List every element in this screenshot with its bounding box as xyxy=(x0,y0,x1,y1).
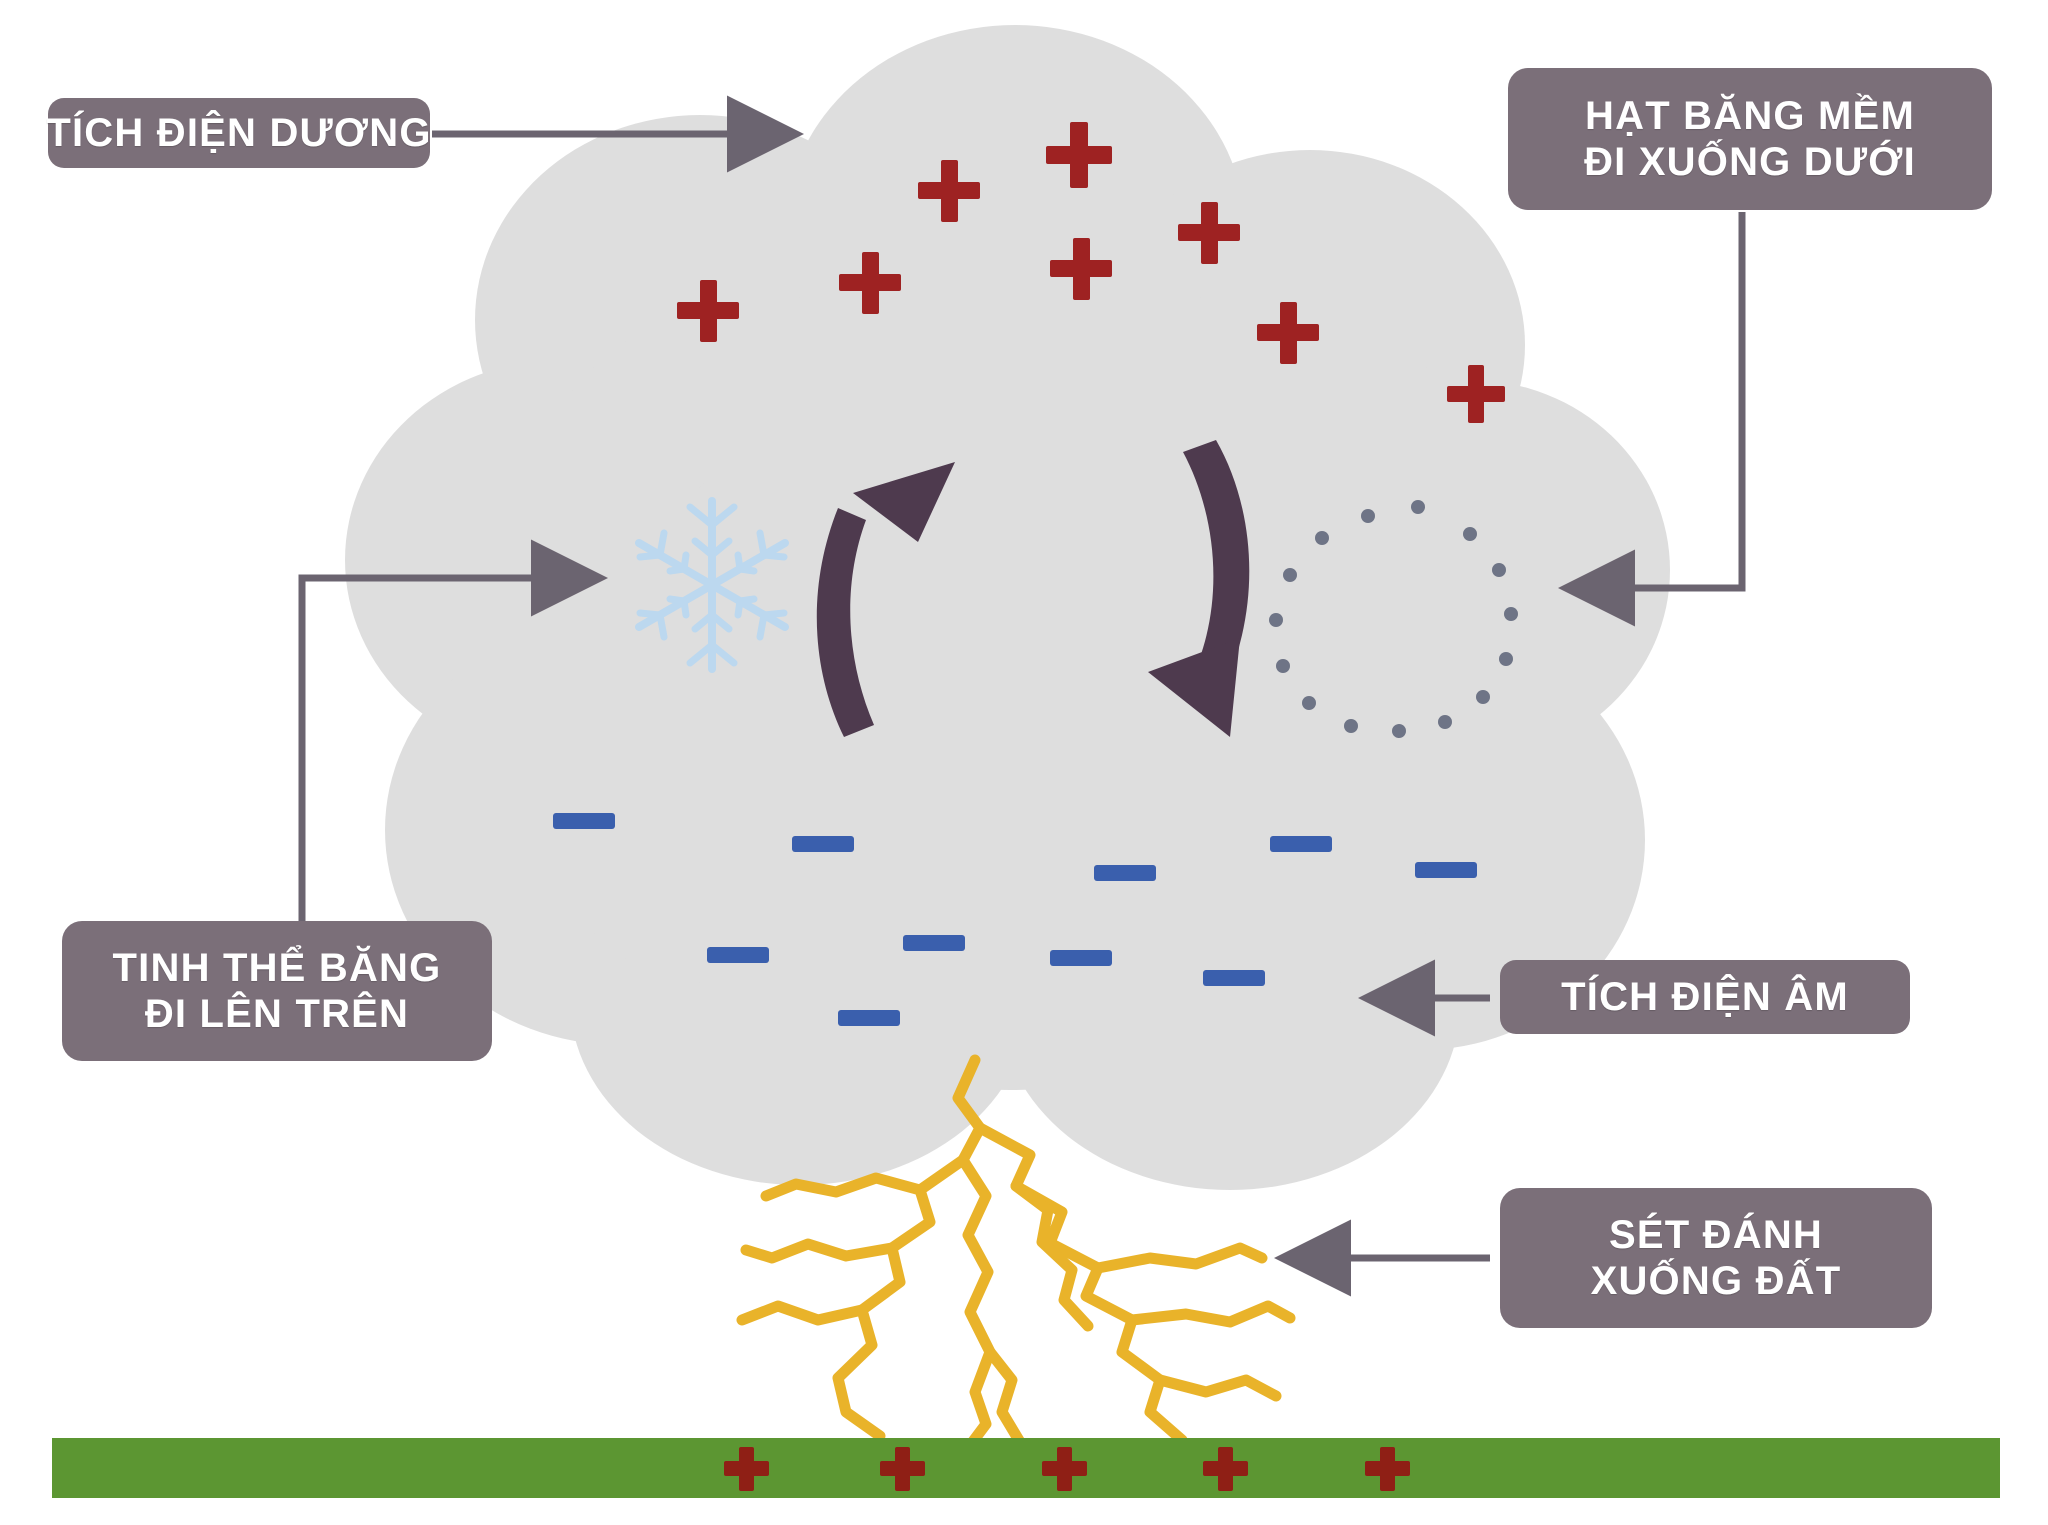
negative-charge-marker xyxy=(1050,950,1112,966)
positive-charge-marker xyxy=(1178,202,1240,264)
label-line: TINH THỂ BĂNG xyxy=(112,945,442,990)
positive-charge-marker xyxy=(1046,122,1112,188)
label-line: ĐI LÊN TRÊN xyxy=(144,992,410,1036)
negative-charge-marker xyxy=(707,947,769,963)
ground-positive-charge-marker xyxy=(880,1447,925,1491)
updraft-arrow-icon xyxy=(816,462,955,737)
label-line: HẠT BĂNG MỀM xyxy=(1585,93,1915,138)
soft-hail-icon xyxy=(1269,500,1518,738)
negative-charge-marker xyxy=(1415,862,1477,878)
label-line: SÉT ĐÁNH xyxy=(1608,1212,1824,1257)
negative-charge-marker xyxy=(1094,865,1156,881)
storm-cloud xyxy=(345,25,1670,1190)
label-soft-hail[interactable]: HẠT BĂNG MỀM ĐI XUỐNG DƯỚI xyxy=(1508,68,1992,210)
negative-charge-marker xyxy=(553,813,615,829)
label-line: TÍCH ĐIỆN ÂM xyxy=(1561,974,1849,1019)
connector-ice-crystal xyxy=(298,539,608,921)
label-lightning-strike[interactable]: SÉT ĐÁNH XUỐNG ĐẤT xyxy=(1500,1188,1932,1328)
negative-charge-marker xyxy=(838,1010,900,1026)
positive-charge-marker xyxy=(1257,302,1319,364)
label-ice-crystal[interactable]: TINH THỂ BĂNG ĐI LÊN TRÊN xyxy=(62,921,492,1061)
positive-charge-marker xyxy=(839,252,901,314)
ground-positive-charge-group xyxy=(724,1447,1410,1491)
positive-charge-marker xyxy=(1050,238,1112,300)
positive-charge-marker xyxy=(918,160,980,222)
ground-positive-charge-marker xyxy=(724,1447,769,1491)
positive-charge-marker xyxy=(677,280,739,342)
negative-charge-group xyxy=(553,813,1477,1026)
positive-charge-marker xyxy=(1447,365,1505,423)
negative-charge-marker xyxy=(1203,970,1265,986)
downdraft-arrow-icon xyxy=(1148,440,1250,737)
connector-soft-hail xyxy=(1558,212,1746,627)
label-line: ĐI XUỐNG DƯỚI xyxy=(1584,140,1916,184)
label-line: XUỐNG ĐẤT xyxy=(1590,1259,1842,1303)
ground-positive-charge-marker xyxy=(1203,1447,1248,1491)
positive-charge-group xyxy=(677,122,1505,423)
negative-charge-marker xyxy=(1270,836,1332,852)
ground-positive-charge-marker xyxy=(1042,1447,1087,1491)
ground-positive-charge-marker xyxy=(1365,1447,1410,1491)
snowflake-icon xyxy=(635,497,789,673)
negative-charge-marker xyxy=(792,836,854,852)
lightning-bolt-icon xyxy=(736,1054,1296,1454)
label-negative-charge[interactable]: TÍCH ĐIỆN ÂM xyxy=(1500,960,1910,1034)
label-line: TÍCH ĐIỆN DƯƠNG xyxy=(46,110,432,155)
label-positive-charge[interactable]: TÍCH ĐIỆN DƯƠNG xyxy=(46,98,432,168)
negative-charge-marker xyxy=(903,935,965,951)
ground-strip xyxy=(52,1438,2000,1498)
